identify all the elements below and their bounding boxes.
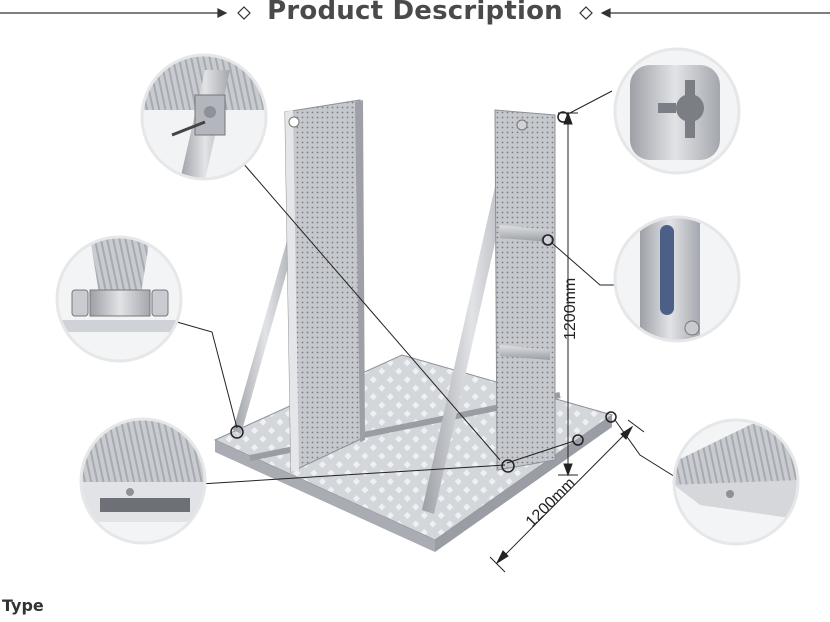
- left-panel: [233, 99, 365, 473]
- detail-callout-floor: [79, 417, 207, 545]
- dimension-lines: [489, 111, 645, 573]
- detail-callout-ramp: [672, 418, 800, 546]
- leader-lines: [176, 90, 681, 485]
- right-panel: [422, 109, 556, 514]
- page-title: Product Description: [267, 0, 563, 26]
- height-dimension-label: 1200mm: [562, 278, 579, 340]
- type-heading: Type: [2, 596, 44, 615]
- diamond-icon: [579, 6, 593, 20]
- detail-callout-profile: [613, 47, 741, 175]
- joint-markers: [230, 111, 617, 473]
- header-decoration: [0, 6, 830, 20]
- diamond-icon: [237, 6, 251, 20]
- detail-callout-hinge: [55, 235, 183, 363]
- detail-callout-bracket: [140, 53, 268, 181]
- detail-callout-slot: [613, 215, 741, 343]
